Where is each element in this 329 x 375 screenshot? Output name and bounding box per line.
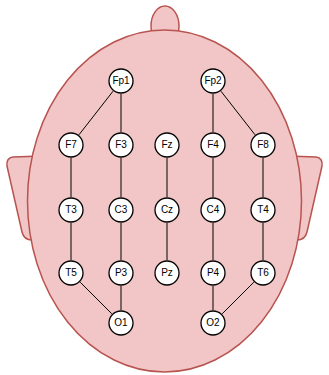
electrode-link: [71, 223, 72, 260]
electrode: Fp2: [200, 68, 226, 94]
electrode-label: F8: [257, 140, 269, 150]
electrode: T6: [250, 260, 276, 286]
electrode-link: [213, 286, 214, 310]
electrode-label: Pz: [161, 268, 173, 278]
electrode-label: Fp1: [112, 76, 129, 86]
electrode-outline: [109, 261, 133, 285]
electrode-label: T5: [65, 268, 77, 278]
electrode: F3: [108, 132, 134, 158]
electrode-outline: [59, 198, 83, 222]
electrode-label: Fp2: [204, 76, 221, 86]
electrode-outline: [109, 198, 133, 222]
electrode: T4: [250, 197, 276, 223]
electrode: Pz: [154, 260, 180, 286]
electrode-outline: [201, 198, 225, 222]
electrode-label: C3: [115, 205, 128, 215]
electrode-label: F7: [65, 140, 77, 150]
electrode-label: T4: [257, 205, 269, 215]
electrode-outline: [201, 311, 225, 335]
electrode: Fz: [154, 132, 180, 158]
electrode-outline: [251, 133, 275, 157]
electrode-label: O1: [114, 318, 127, 328]
electrode-link: [213, 94, 214, 132]
electrode-label: P4: [207, 268, 219, 278]
electrode-outline: [251, 198, 275, 222]
electrode-link: [121, 158, 122, 197]
electrode: C4: [200, 197, 226, 223]
electrode-label: T6: [257, 268, 269, 278]
electrode-link: [121, 94, 122, 132]
electrode-link: [213, 223, 214, 260]
electrode-label: F4: [207, 140, 219, 150]
electrode: F4: [200, 132, 226, 158]
electrode: Cz: [154, 197, 180, 223]
electrode-link: [167, 158, 168, 197]
electrode-link: [80, 282, 112, 314]
electrode: O2: [200, 310, 226, 336]
electrode-label: O2: [206, 318, 219, 328]
electrode: O1: [108, 310, 134, 336]
electrode-outline: [201, 69, 225, 93]
electrode-outline: [201, 133, 225, 157]
electrode-link: [222, 282, 254, 314]
electrode-label: T3: [65, 205, 77, 215]
electrode-link: [213, 158, 214, 197]
electrode-link: [263, 223, 264, 260]
electrode: C3: [108, 197, 134, 223]
electrode-link: [167, 223, 168, 260]
electrode-outline: [201, 261, 225, 285]
electrode-link: [71, 158, 72, 197]
electrode-outline: [109, 133, 133, 157]
electrode-link: [263, 158, 264, 197]
electrode-link: [121, 286, 122, 310]
electrode-link: [79, 91, 113, 135]
electrode: P3: [108, 260, 134, 286]
electrode: P4: [200, 260, 226, 286]
electrode: F8: [250, 132, 276, 158]
electrode-link: [121, 223, 122, 260]
electrode: F7: [58, 132, 84, 158]
head: [28, 30, 302, 372]
electrode-label: C4: [207, 205, 220, 215]
electrode-outline: [251, 261, 275, 285]
electrode-outline: [109, 311, 133, 335]
electrode-outline: [59, 261, 83, 285]
electrode-link: [221, 91, 255, 135]
electrode-outline: [59, 133, 83, 157]
electrode-label: F3: [115, 140, 127, 150]
electrode: T3: [58, 197, 84, 223]
electrode-outline: [155, 198, 179, 222]
electrode-label: P3: [115, 268, 127, 278]
electrode: T5: [58, 260, 84, 286]
electrode-label: Cz: [161, 205, 173, 215]
electrode-outline: [109, 69, 133, 93]
electrode-outline: [155, 261, 179, 285]
electrode: Fp1: [108, 68, 134, 94]
electrode-outline: [155, 133, 179, 157]
electrode-label: Fz: [161, 140, 172, 150]
